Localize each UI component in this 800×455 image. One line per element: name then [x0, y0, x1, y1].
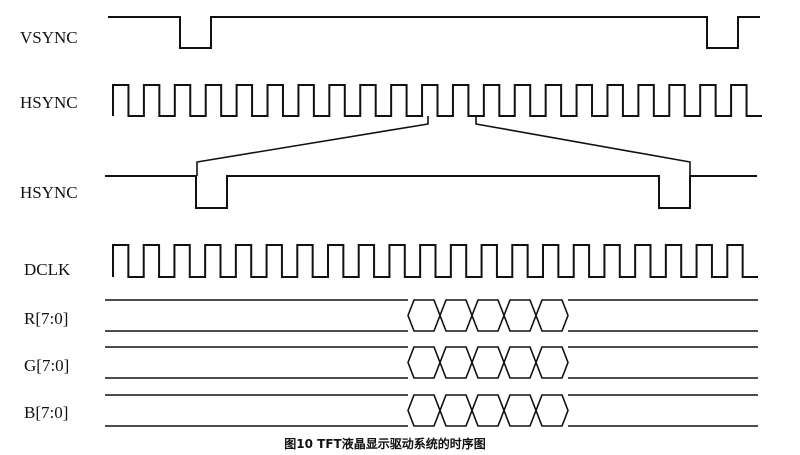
bus-data-cell: [471, 346, 505, 379]
label-hsync: HSYNC: [20, 93, 78, 112]
r-bus-waveform: [105, 299, 758, 332]
bus-data-cell: [503, 299, 537, 332]
figure-caption: 图10 TFT液晶显示驱动系统的时序图: [284, 436, 485, 451]
hsync-zoom-waveform: [105, 175, 757, 209]
label-r-bus: R[7:0]: [24, 309, 68, 328]
bus-data-cell: [439, 346, 473, 379]
bus-data-cell: [535, 346, 569, 379]
bus-data-cell: [439, 394, 473, 427]
label-b-bus: B[7:0]: [24, 403, 68, 422]
dclk-waveform: [112, 244, 758, 278]
g-bus-waveform: [105, 346, 758, 379]
bus-data-cell: [407, 346, 441, 379]
bus-data-cell: [471, 299, 505, 332]
bus-data-cell: [407, 394, 441, 427]
bus-data-cell: [471, 394, 505, 427]
bus-data-cell: [503, 346, 537, 379]
label-dclk: DCLK: [24, 260, 71, 279]
bus-data-cell: [535, 394, 569, 427]
hsync-waveform: [112, 84, 762, 117]
bus-data-cell: [503, 394, 537, 427]
vsync-waveform: [108, 16, 760, 49]
label-g-bus: G[7:0]: [24, 356, 69, 375]
zoom-connector-lines: [196, 116, 691, 176]
label-hsync-zoom: HSYNC: [20, 183, 78, 202]
label-vsync: VSYNC: [20, 28, 78, 47]
bus-data-cell: [407, 299, 441, 332]
b-bus-waveform: [105, 394, 758, 427]
bus-data-cell: [439, 299, 473, 332]
bus-data-cell: [535, 299, 569, 332]
